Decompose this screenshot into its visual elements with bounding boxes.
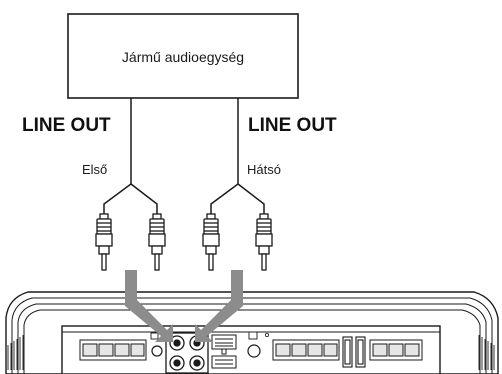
rca-plug-rear-left [202, 213, 220, 271]
speaker-terminal-right [369, 339, 423, 361]
rca-plug-front-left [95, 213, 113, 271]
gain-knob-left [151, 345, 163, 357]
rca-plug-front-right [148, 213, 166, 271]
speaker-terminal-middle [272, 339, 340, 361]
head-unit-label: Jármű audioegység [122, 49, 244, 65]
gain-knob-middle [247, 344, 261, 358]
amplifier [5, 291, 499, 374]
connection-arrows [125, 270, 243, 342]
channel-rear-label: Hátsó [247, 162, 281, 177]
cable-front [103, 98, 158, 214]
arrow-front-to-amp [125, 270, 173, 342]
arrow-rear-to-amp [195, 270, 243, 342]
cable-rear [210, 98, 265, 214]
head-unit-box [67, 13, 299, 99]
power-terminal [342, 336, 366, 368]
rca-plug-rear-right [255, 213, 273, 271]
rca-input-jacks [165, 332, 209, 374]
speaker-terminal-left [79, 339, 147, 361]
head-unit: Jármű audioegység [67, 13, 299, 99]
line-out-left-title: LINE OUT [22, 115, 111, 136]
line-out-right-title: LINE OUT [248, 115, 337, 136]
input-connector-block [211, 334, 237, 369]
channel-front-label: Első [82, 162, 107, 177]
